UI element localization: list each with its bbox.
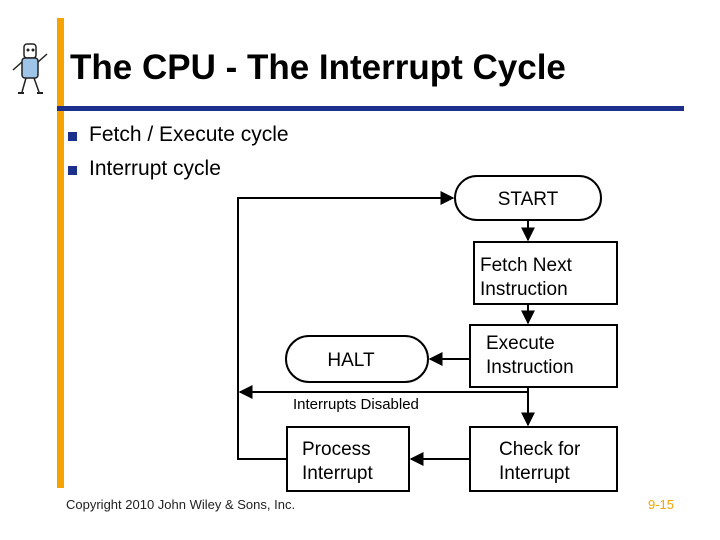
fetch-node: [473, 241, 618, 305]
process-label-line2: Interrupt: [302, 463, 373, 484]
execute-label-line1: Execute: [486, 333, 555, 354]
execute-node: [469, 324, 618, 388]
page-number: 9-15: [648, 497, 675, 512]
check-label-line2: Interrupt: [499, 463, 570, 484]
accent-bar: [57, 18, 64, 488]
arrow-process-loop-to-start: [237, 191, 455, 460]
cartoon-robot-mascot-icon: [12, 43, 48, 94]
start-label: START: [498, 189, 559, 210]
slide-title: The CPU - The Interrupt Cycle: [70, 48, 566, 87]
halt-label: HALT: [327, 350, 375, 371]
interrupts-disabled-label: Interrupts Disabled: [293, 396, 419, 413]
halt-node: [285, 335, 429, 383]
bullet-text: Fetch / Execute cycle: [89, 123, 289, 146]
process-label-line1: Process: [302, 439, 371, 460]
bullet-text: Interrupt cycle: [89, 157, 221, 180]
fetch-label-line2: Instruction: [480, 279, 568, 300]
check-label-line1: Check for: [499, 439, 581, 460]
bullet-square-icon: [68, 165, 77, 175]
copyright-footer: Copyright 2010 John Wiley & Sons, Inc.: [66, 497, 296, 512]
execute-label-line2: Instruction: [486, 357, 574, 378]
fetch-label-line1: Fetch Next: [480, 255, 573, 276]
bullet-list: Fetch / Execute cycle Interrupt cycle: [68, 118, 289, 186]
process-node: [286, 426, 410, 492]
bullet-square-icon: [68, 131, 77, 141]
bullet-item: Interrupt cycle: [68, 152, 289, 186]
interrupts-disabled-label-bg: [288, 393, 443, 413]
title-underline: [57, 106, 684, 111]
bullet-item: Fetch / Execute cycle: [68, 118, 289, 152]
